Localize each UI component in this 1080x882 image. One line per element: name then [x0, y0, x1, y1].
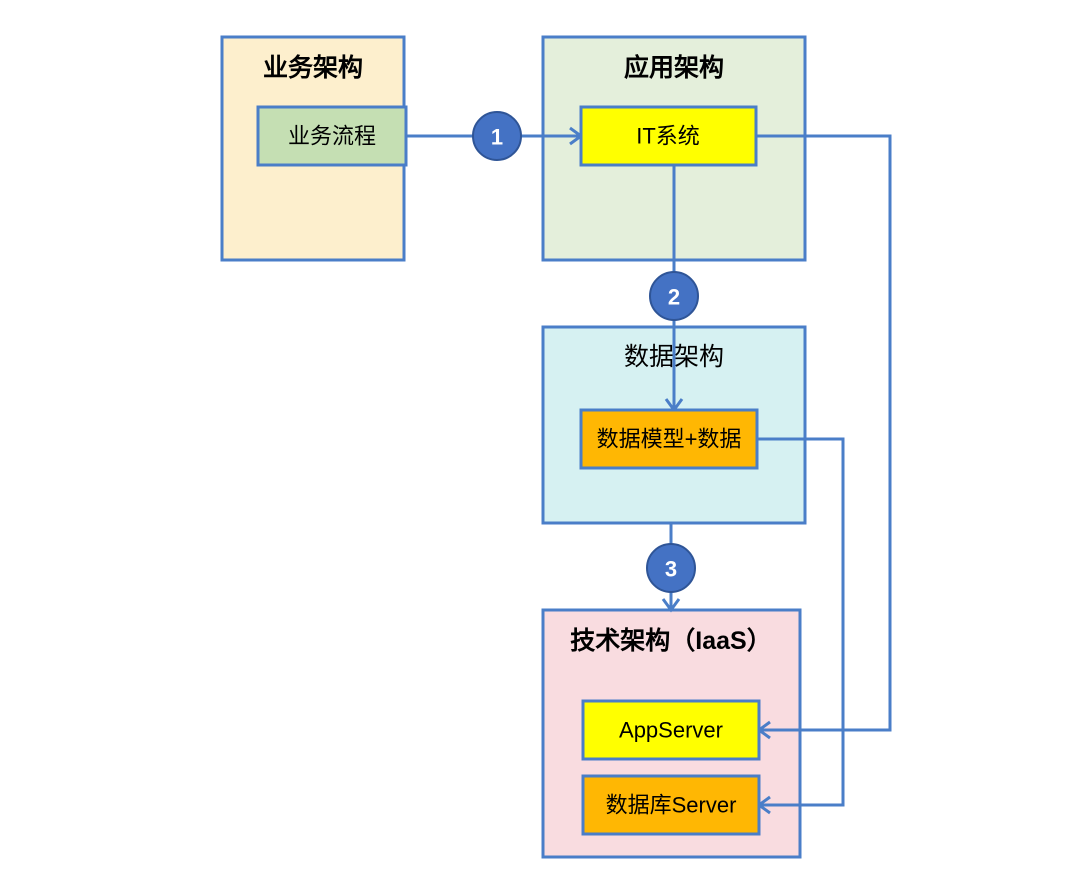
step-badge-3[interactable]: 3 [646, 543, 696, 593]
node-label-database-server: 数据库Server [606, 793, 737, 818]
connector-line-data-model-to-database-server [757, 437, 845, 807]
badge-layer: 1 2 3 [472, 111, 699, 593]
node-data-model-and-data[interactable]: 数据模型+数据 [579, 408, 759, 470]
node-rect-app-server[interactable] [581, 699, 761, 761]
node-database-server[interactable]: 数据库Server [581, 774, 761, 836]
node-rect-it-system[interactable] [579, 105, 758, 167]
node-business-process[interactable]: 业务流程 [256, 105, 408, 167]
container-title-application-architecture: 应用架构 [624, 53, 724, 82]
step-badge-2[interactable]: 2 [649, 271, 699, 321]
node-label-business-process: 业务流程 [288, 124, 376, 149]
badge-label-1: 1 [491, 125, 503, 150]
badge-label-3: 3 [665, 557, 677, 582]
container-title-technology-architecture: 技术架构（IaaS） [570, 626, 771, 655]
container-title-business-architecture: 业务架构 [263, 54, 363, 82]
badge-label-2: 2 [668, 285, 680, 310]
node-label-app-server: AppServer [619, 718, 723, 743]
badge-circle-2[interactable] [649, 271, 699, 321]
arrow-head-icon-data-model-to-technology [661, 598, 681, 613]
badge-circle-3[interactable] [646, 543, 696, 593]
node-label-it-system: IT系统 [636, 124, 700, 149]
node-it-system[interactable]: IT系统 [579, 105, 758, 167]
node-rect-business-process[interactable] [256, 105, 408, 167]
node-rect-database-server[interactable] [581, 774, 761, 836]
connector-line-it-system-to-app-server [756, 134, 892, 732]
node-label-data-model-and-data: 数据模型+数据 [597, 427, 742, 452]
badge-circle-1[interactable] [472, 111, 522, 161]
node-rect-data-model-and-data[interactable] [579, 408, 759, 470]
node-app-server[interactable]: AppServer [581, 699, 761, 761]
step-badge-1[interactable]: 1 [472, 111, 522, 161]
